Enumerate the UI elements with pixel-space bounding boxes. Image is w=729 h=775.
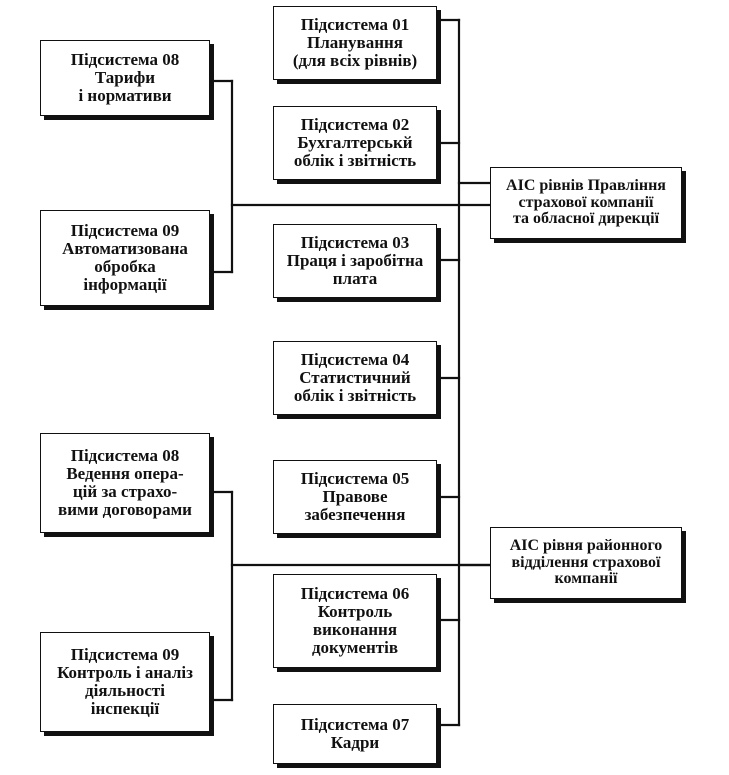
box-line: Автоматизована	[62, 239, 188, 259]
box-line: вими договорами	[58, 499, 192, 519]
box-line: Планування	[306, 33, 404, 53]
box-line: облік і звітність	[293, 385, 417, 405]
subsystem-01-planning-box: Підсистема 01 Планування (для всіх рівні…	[273, 6, 437, 80]
subsystem-08-contract-operations-box: Підсистема 08 Ведення опера- цій за стра…	[40, 433, 210, 533]
subsystem-05-legal-box: Підсистема 05 Правове забезпечення	[273, 460, 437, 534]
box-line: Тарифи	[94, 68, 156, 88]
box-line: АІС рівня районного	[509, 536, 663, 554]
box-line: інформації	[83, 274, 167, 294]
subsystem-09-inspection-control-box: Підсистема 09 Контроль і аналіз діяльнос…	[40, 632, 210, 732]
box-line: інспекції	[90, 698, 160, 718]
subsystem-06-document-control-box: Підсистема 06 Контроль виконання докумен…	[273, 574, 437, 668]
box-line: та обласної дирекції	[512, 210, 660, 228]
box-line: компанії	[554, 570, 618, 588]
box-line: діяльності	[85, 681, 165, 700]
box-line: АІС рівнів Правління	[506, 176, 666, 194]
box-line: і нормативи	[78, 85, 172, 105]
box-line: Праця і заробітна	[286, 251, 424, 271]
box-line: Ведення опера-	[66, 464, 184, 484]
subsystem-09-automated-processing-box: Підсистема 09 Автоматизована обробка інф…	[40, 210, 210, 306]
box-line: Підсистема 01	[300, 15, 410, 35]
box-line: Підсистема 04	[300, 350, 410, 370]
box-line: Підсистема 08	[70, 446, 180, 466]
box-line: Статистичний	[299, 368, 411, 388]
box-line: Підсистема 05	[300, 469, 410, 489]
box-line: Підсистема 09	[70, 645, 180, 665]
box-line: Підсистема 06	[300, 584, 410, 604]
ais-board-level-box: АІС рівнів Правління страхової компанії …	[490, 167, 682, 239]
box-line: плата	[332, 268, 378, 288]
box-line: Контроль	[317, 602, 393, 622]
subsystem-02-accounting-box: Підсистема 02 Бухгалтерськй облік і звіт…	[273, 106, 437, 180]
box-line: цій за страхо-	[72, 482, 178, 501]
box-line: Підсистема 03	[300, 233, 410, 253]
subsystem-08-tariffs-box: Підсистема 08 Тарифи і нормативи	[40, 40, 210, 116]
box-line: облік і звітність	[293, 150, 417, 170]
box-line: обробка	[94, 257, 156, 276]
box-line: Контроль і аналіз	[57, 663, 193, 683]
box-line: забезпечення	[304, 504, 406, 524]
subsystem-03-labor-salary-box: Підсистема 03 Праця і заробітна плата	[273, 224, 437, 298]
box-line: виконання	[312, 620, 398, 639]
subsystem-04-statistics-box: Підсистема 04 Статистичний облік і звітн…	[273, 341, 437, 415]
box-line: Підсистема 08	[70, 50, 180, 70]
box-line: (для всіх рівнів)	[292, 50, 418, 70]
box-line: документів	[311, 637, 399, 657]
box-line: страхової компанії	[518, 193, 654, 211]
box-line: Бухгалтерськй	[297, 133, 413, 153]
subsystem-07-personnel-box: Підсистема 07 Кадри	[273, 704, 437, 764]
box-line: відділення страхової	[511, 553, 661, 571]
box-line: Підсистема 09	[70, 221, 180, 241]
box-line: Підсистема 02	[300, 115, 410, 135]
ais-district-level-box: АІС рівня районного відділення страхової…	[490, 527, 682, 599]
box-line: Підсистема 07	[300, 715, 410, 735]
box-line: Кадри	[330, 733, 380, 752]
box-line: Правове	[322, 487, 388, 507]
